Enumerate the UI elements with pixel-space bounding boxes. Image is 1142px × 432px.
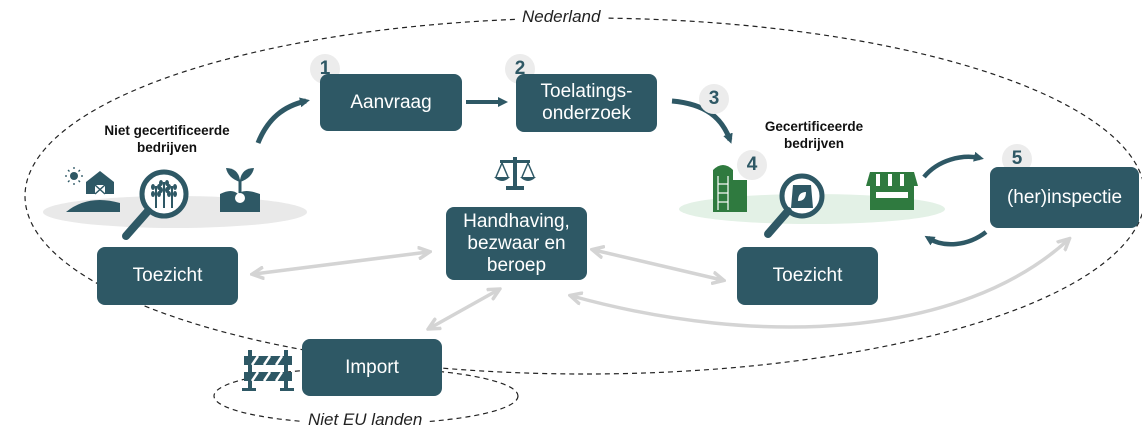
farm-icon bbox=[65, 167, 120, 212]
import-label: Import bbox=[345, 356, 399, 378]
herinspectie-box: (her)inspectie bbox=[990, 167, 1139, 228]
toezicht-right-box: Toezicht bbox=[737, 247, 878, 305]
toelating-label-line2: onderzoek bbox=[542, 103, 631, 124]
toezicht-right-label: Toezicht bbox=[772, 265, 843, 286]
handhaving-label-line2: bezwaar en bbox=[467, 232, 566, 254]
barrier-icon bbox=[242, 350, 294, 391]
niet-eu-region bbox=[213, 367, 519, 425]
sprout-icon bbox=[220, 168, 260, 212]
handhaving-box: Handhaving, bezwaar en beroep bbox=[446, 207, 587, 280]
arrow-handhaving-toezicht bbox=[594, 250, 722, 280]
toezicht-left-box: Toezicht bbox=[97, 247, 238, 305]
magnifier-grain-icon bbox=[122, 169, 189, 240]
group-label-certified: Gecertificeerde bedrijven bbox=[764, 119, 864, 151]
arrow-handhaving-herinspectie bbox=[572, 240, 1068, 329]
arrow-market-herinspectie bbox=[922, 151, 984, 179]
handhaving-label-line3: beroep bbox=[486, 254, 547, 276]
arrow-import-handhaving bbox=[430, 290, 498, 328]
silo-icon bbox=[713, 165, 747, 212]
scales-icon bbox=[494, 157, 536, 190]
market-stall-icon bbox=[866, 172, 918, 210]
toelatingsonderzoek-box: Toelatings- onderzoek bbox=[516, 74, 657, 132]
toezicht-left-label: Toezicht bbox=[132, 265, 203, 286]
aanvraag-box: Aanvraag bbox=[320, 74, 462, 131]
magnifier-feed-icon bbox=[764, 173, 825, 238]
handhaving-label-line1: Handhaving, bbox=[463, 210, 570, 232]
herinspectie-label: (her)inspectie bbox=[1006, 186, 1123, 208]
aanvraag-label: Aanvraag bbox=[350, 91, 432, 113]
arrow-herinspectie-market bbox=[924, 230, 988, 247]
arrow-toezicht-handhaving bbox=[254, 252, 428, 274]
import-box: Import bbox=[302, 339, 442, 396]
nederland-region bbox=[24, 17, 1142, 375]
toelating-label-line1: Toelatings- bbox=[540, 81, 633, 102]
arrow-start-aanvraag bbox=[255, 97, 310, 144]
step-3-badge: 3 bbox=[699, 84, 729, 114]
region-label-niet-eu: Niet EU landen bbox=[302, 410, 429, 430]
region-label-nederland: Nederland bbox=[516, 7, 607, 27]
group-label-uncertified: Niet gecertificeerde bedrijven bbox=[104, 123, 230, 155]
step-4-badge: 4 bbox=[737, 150, 767, 180]
